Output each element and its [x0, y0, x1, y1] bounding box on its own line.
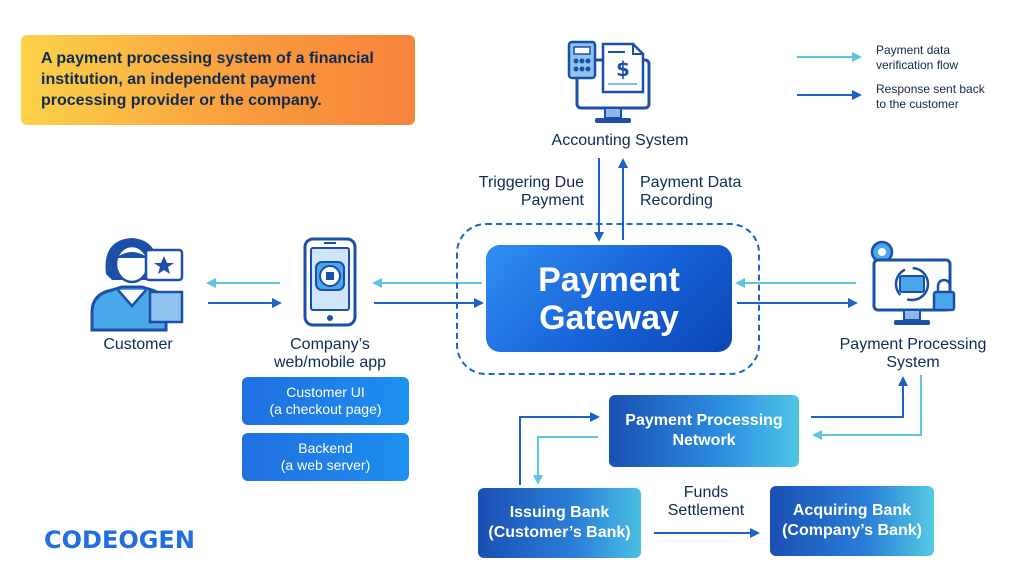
triggering-line1: Triggering Due: [478, 174, 584, 191]
system-note-text: A payment processing system of a financi…: [41, 50, 374, 109]
app-label-line2: web/mobile app: [273, 354, 387, 371]
backend-line1: Backend: [298, 440, 353, 456]
pps-label-line1: Payment Processing: [839, 336, 987, 353]
accounting-computer-icon: $: [567, 40, 651, 123]
recording-line2: Recording: [640, 192, 713, 209]
legend-response-label: Response sent back to the customer: [876, 82, 985, 111]
system-note: A payment processing system of a financi…: [21, 35, 415, 125]
legend-flow-label: Payment data verification flow: [876, 43, 959, 72]
secure-computer-icon: [870, 240, 956, 325]
triggering-label: Triggering Due Payment: [448, 174, 584, 210]
app-label: Company’s web/mobile app: [250, 336, 410, 372]
funds-line1: Funds: [683, 484, 729, 501]
customer-person-icon: [90, 238, 184, 332]
ppn-line1: Payment Processing: [625, 412, 783, 429]
customer-label: Customer: [103, 336, 173, 353]
ppn-line2: Network: [672, 432, 736, 449]
recording-label: Payment Data Recording: [640, 174, 760, 210]
gateway-dashed-border: [456, 223, 760, 375]
legend-response: Response sent back to the customer: [876, 82, 996, 112]
accounting-label: Accounting System: [551, 132, 689, 149]
arrow-issuing-to-ppn: [519, 412, 600, 485]
app-label-line1: Company’s: [290, 336, 370, 353]
arrow-ppn-to-issuing: [533, 436, 598, 485]
customer-ui-line1: Customer UI: [286, 384, 365, 400]
brand-logo-text: CODEOGEN: [44, 526, 195, 554]
legend-flow: Payment data verification flow: [876, 43, 996, 73]
funds-line2: Settlement: [667, 502, 745, 519]
customer-ui-line2: (a checkout page): [269, 401, 382, 417]
backend-box: Backend (a web server): [242, 433, 409, 481]
customer-ui-box: Customer UI (a checkout page): [242, 377, 409, 425]
backend-line2: (a web server): [280, 457, 371, 473]
gateway-line2: Gateway: [539, 298, 679, 337]
issuing-line1: Issuing Bank: [509, 504, 610, 521]
recording-line1: Payment Data: [640, 174, 742, 191]
acquiring-line2: (Company’s Bank): [782, 522, 922, 539]
payment-gateway-box: Payment Gateway: [486, 245, 732, 352]
issuing-bank-box: Issuing Bank (Customer’s Bank): [478, 488, 641, 558]
triggering-line2: Payment: [520, 192, 584, 209]
arrow-ppn-to-pps: [811, 376, 908, 418]
payment-processing-network-box: Payment Processing Network: [609, 395, 799, 467]
acquiring-line1: Acquiring Bank: [792, 502, 912, 519]
pps-label-line2: System: [886, 354, 940, 371]
smartphone-icon: [303, 237, 357, 327]
acquiring-bank-box: Acquiring Bank (Company’s Bank): [770, 486, 934, 556]
gateway-line1: Payment: [538, 260, 680, 299]
issuing-line2: (Customer’s Bank): [488, 524, 631, 541]
pps-label: Payment Processing System: [818, 336, 1008, 372]
arrow-pps-to-ppn: [812, 375, 922, 440]
funds-settlement-label: Funds Settlement: [654, 484, 758, 520]
svg-text:$: $: [616, 57, 630, 81]
brand-logo: CODEOGEN: [44, 526, 195, 554]
